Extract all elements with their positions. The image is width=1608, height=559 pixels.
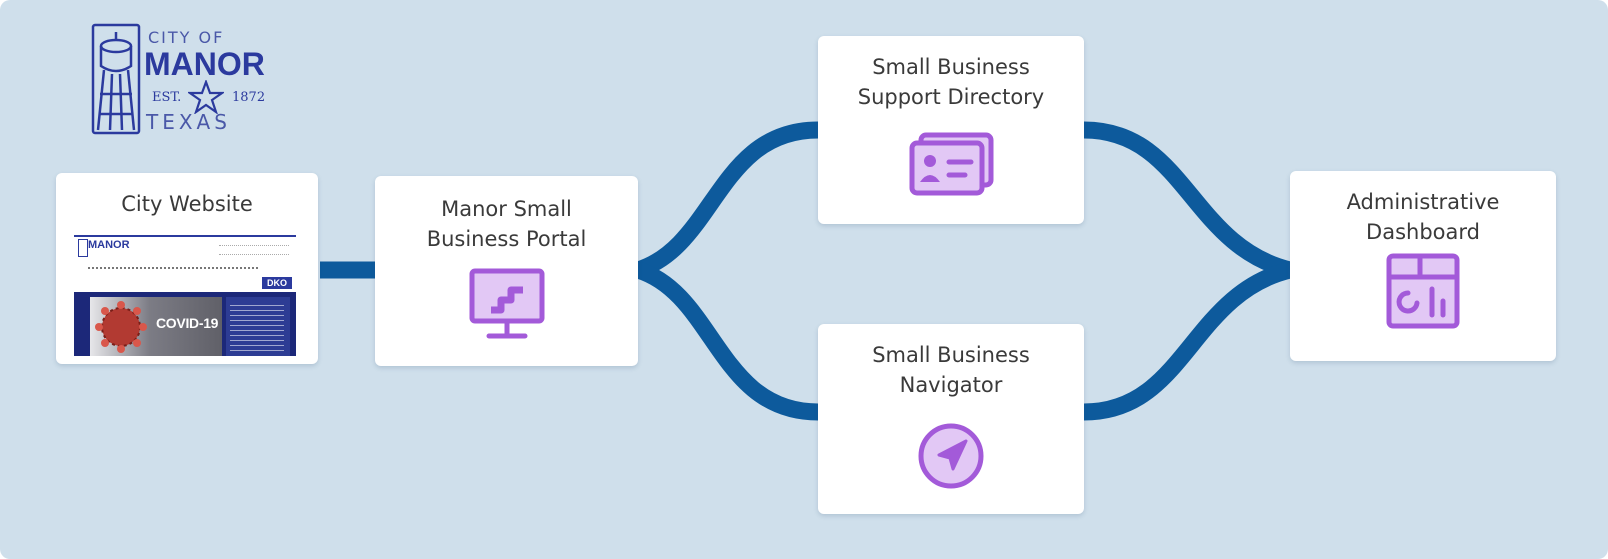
logo-texas: TEXAS (146, 110, 231, 134)
logo-year: 1872 (232, 90, 266, 105)
portal-card[interactable]: Manor Small Business Portal (375, 176, 638, 366)
virus-icon (95, 301, 147, 353)
connector-navigator-dashboard (1083, 261, 1293, 421)
id-cards-icon (909, 132, 994, 196)
star-icon (188, 80, 224, 114)
thumbnail-hero-text: COVID-19 (156, 315, 219, 331)
dashboard-card[interactable]: Administrative Dashboard (1290, 171, 1556, 361)
dashboard-title-line1: Administrative (1346, 190, 1500, 214)
city-website-thumbnail: MANOR DKO COVID-19 (74, 235, 296, 356)
connector-portal-navigator (635, 261, 819, 421)
directory-title-line1: Small Business (872, 55, 1030, 79)
city-website-card[interactable]: City Website MANOR DKO COVID-19 (56, 173, 318, 364)
portal-title-line2: Business Portal (426, 227, 587, 251)
navigation-arrow-icon (918, 423, 984, 489)
connector-portal-directory (635, 121, 819, 279)
monitor-icon (469, 268, 545, 339)
logo-city-of: CITY OF (148, 28, 225, 47)
logo-manor: MANOR (144, 46, 265, 82)
logo-est: EST. (152, 90, 182, 105)
thumbnail-logo-icon (78, 239, 88, 257)
portal-title-line1: Manor Small (441, 197, 572, 221)
navigator-title-line1: Small Business (872, 343, 1030, 367)
navigator-card[interactable]: Small Business Navigator (818, 324, 1084, 514)
city-website-title: City Website (121, 192, 253, 216)
directory-title-line2: Support Directory (857, 85, 1045, 109)
city-of-manor-logo: CITY OF MANOR EST. 1872 TEXAS (90, 18, 290, 138)
directory-card[interactable]: Small Business Support Directory (818, 36, 1084, 224)
dashboard-icon (1386, 253, 1460, 329)
thumbnail-brand: MANOR (88, 239, 130, 251)
thumbnail-badge: DKO (262, 277, 292, 289)
connector-directory-dashboard (1083, 121, 1293, 279)
navigator-title-line2: Navigator (899, 373, 1003, 397)
dashboard-title-line2: Dashboard (1366, 220, 1480, 244)
water-tower-icon (91, 23, 141, 135)
